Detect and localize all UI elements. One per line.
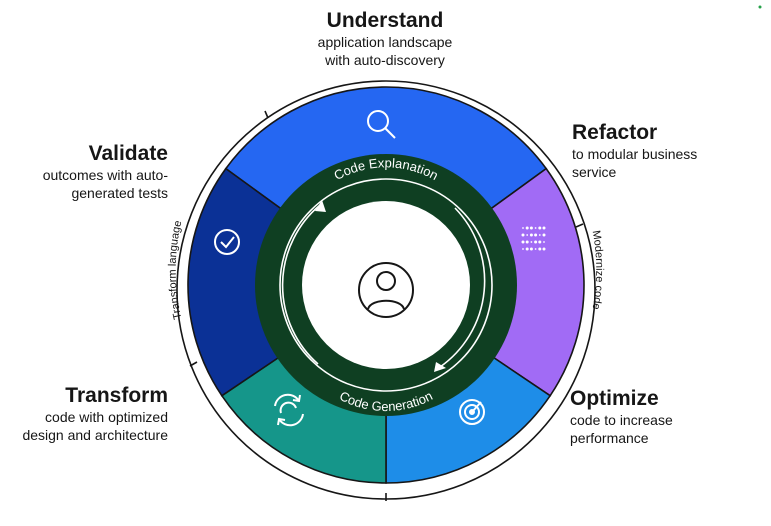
target-spiral-icon bbox=[459, 399, 485, 425]
stage-desc: to modular business service bbox=[572, 145, 752, 181]
dot bbox=[530, 241, 533, 243]
dot bbox=[522, 227, 524, 229]
stage-desc-line: to modular business bbox=[572, 146, 698, 162]
dot bbox=[529, 247, 533, 251]
stage-desc-line: outcomes with auto- bbox=[42, 167, 168, 183]
stage-desc-line: performance bbox=[570, 430, 649, 446]
stage-desc-line: service bbox=[572, 164, 617, 180]
label-understand: Understand application landscape with au… bbox=[290, 9, 480, 69]
dot bbox=[538, 226, 542, 230]
stage-desc-line: generated tests bbox=[71, 185, 168, 201]
stage-title: Understand bbox=[326, 9, 444, 32]
dot bbox=[534, 240, 538, 244]
stage-title: Optimize bbox=[570, 387, 659, 410]
dot bbox=[522, 248, 524, 250]
stage-desc-line: with auto-discovery bbox=[325, 52, 445, 68]
stage-title: Validate bbox=[88, 142, 168, 165]
inner-arc-right bbox=[439, 207, 486, 368]
dot bbox=[534, 248, 537, 250]
dot bbox=[542, 233, 546, 237]
inner-ring-arc-right bbox=[279, 178, 493, 392]
outer-label-left: Transform language bbox=[167, 219, 185, 320]
dot bbox=[538, 234, 541, 236]
label-refactor: Refactor to modular business service bbox=[572, 121, 752, 181]
inner-arc-right-arrowhead bbox=[434, 362, 446, 372]
dot bbox=[529, 233, 533, 237]
dot bbox=[534, 227, 537, 229]
stage-title: Refactor bbox=[572, 121, 658, 144]
stage-title: Transform bbox=[65, 384, 168, 407]
outer-ring-ticks bbox=[189, 110, 584, 501]
stage-desc: application landscape with auto-discover… bbox=[290, 33, 480, 69]
dot bbox=[534, 233, 538, 237]
dot bbox=[529, 226, 533, 230]
stage-desc-line: code with optimized bbox=[45, 409, 168, 425]
dot bbox=[525, 240, 529, 244]
stage-desc-line: design and architecture bbox=[22, 427, 168, 443]
dots-grid-icon bbox=[521, 226, 546, 251]
dot bbox=[543, 241, 545, 243]
dot bbox=[542, 247, 546, 251]
inner-arc-left-arrowhead bbox=[315, 200, 326, 212]
stage-desc-line: application landscape bbox=[317, 34, 453, 50]
stage-desc: code with optimized design and architect… bbox=[0, 408, 168, 444]
outer-label-right: Modernize code bbox=[590, 230, 606, 311]
corner-dot bbox=[758, 5, 762, 9]
label-optimize: Optimize code to increase performance bbox=[570, 387, 750, 447]
cycle-icon bbox=[274, 393, 304, 427]
dot bbox=[542, 226, 546, 230]
check-circle-icon bbox=[214, 229, 240, 255]
svg-text:Transform language: Transform language bbox=[167, 219, 185, 320]
user-icon bbox=[358, 262, 414, 318]
dot bbox=[526, 234, 529, 236]
dot bbox=[538, 240, 542, 244]
label-validate: Validate outcomes with auto- generated t… bbox=[0, 142, 168, 202]
dot bbox=[538, 247, 542, 251]
stage-desc-line: code to increase bbox=[570, 412, 673, 428]
center-disc bbox=[302, 201, 470, 369]
svg-text:Modernize code: Modernize code bbox=[590, 230, 606, 311]
stage-desc: code to increase performance bbox=[570, 411, 750, 447]
dot bbox=[521, 240, 525, 244]
stage-desc: outcomes with auto- generated tests bbox=[0, 166, 168, 202]
search-icon bbox=[367, 110, 396, 139]
dot bbox=[521, 233, 525, 237]
dot bbox=[525, 247, 529, 251]
label-transform: Transform code with optimized design and… bbox=[0, 384, 168, 444]
dot bbox=[525, 226, 529, 230]
inner-arc-left bbox=[281, 204, 321, 365]
